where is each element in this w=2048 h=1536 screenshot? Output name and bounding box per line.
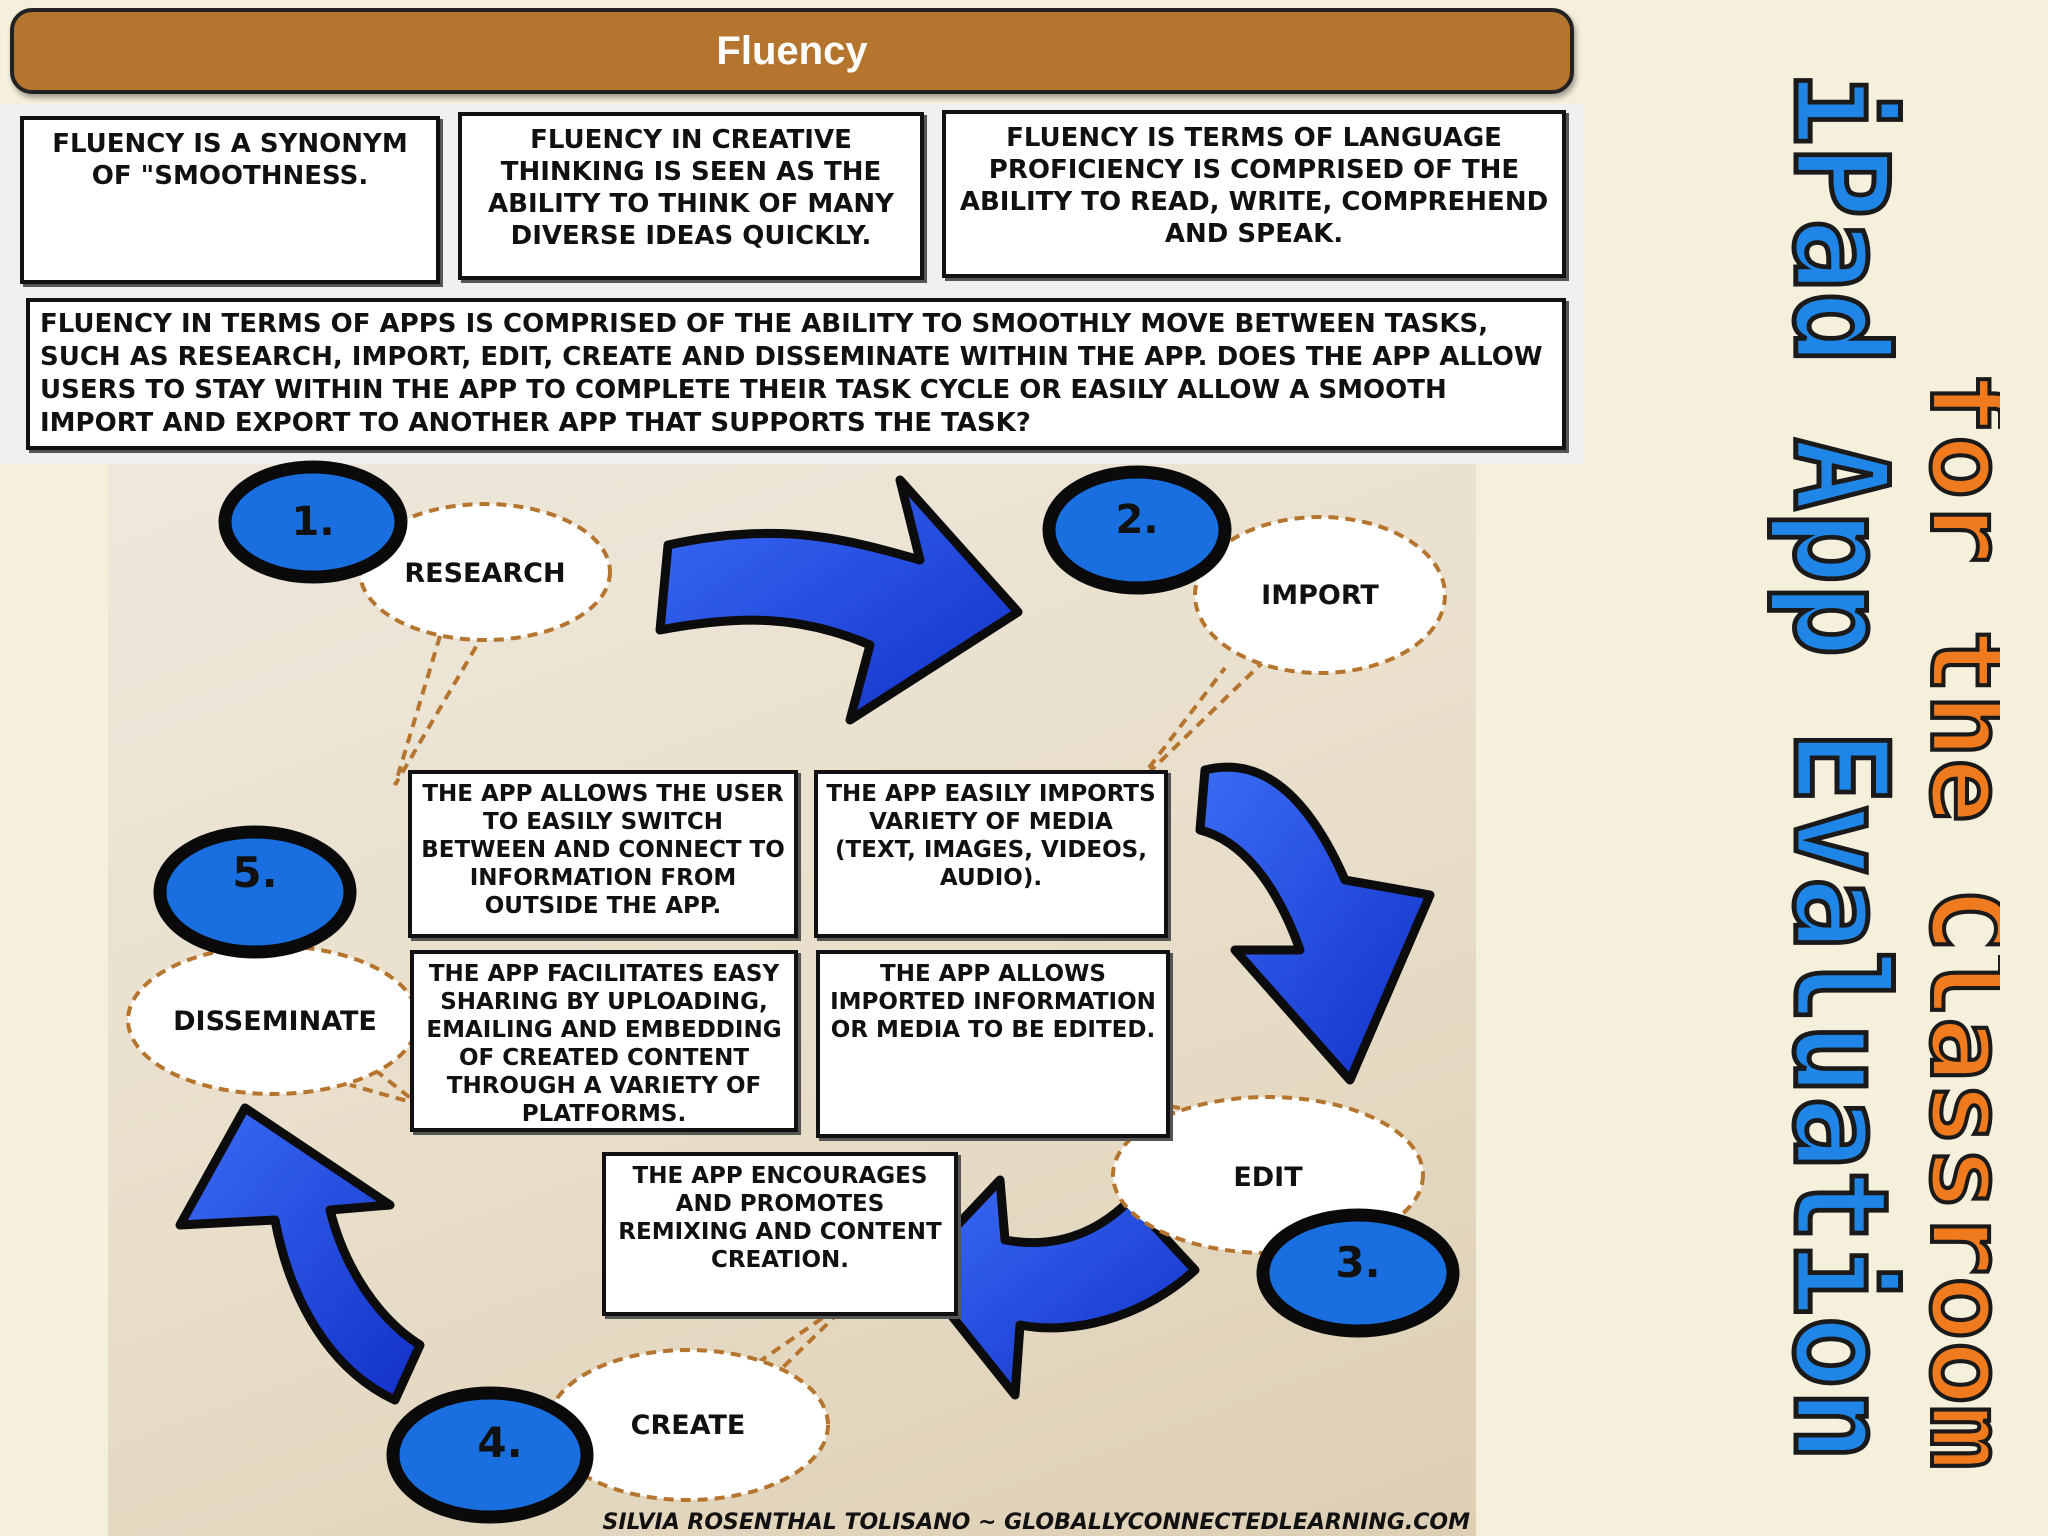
definition-language: Fluency is terms of language proficiency…: [942, 110, 1566, 278]
disseminate-description-text: The app facilitates easy sharing by uplo…: [426, 961, 782, 1127]
step-5-circle: [153, 825, 357, 959]
step-2-circle: [1042, 465, 1232, 595]
arrow-research-to-import: [655, 475, 1023, 725]
step-2-label: Import: [1261, 579, 1379, 611]
step-3-number: 3.: [1335, 1237, 1381, 1287]
step-5-number: 5.: [232, 847, 278, 897]
definition-apps: Fluency in terms of apps is comprised of…: [26, 298, 1566, 450]
create-description: The app encourages and promotes remixing…: [602, 1152, 958, 1316]
arrow-create-to-disseminate: [175, 1103, 425, 1405]
import-bubble-tail: [1133, 658, 1267, 788]
definition-apps-text: Fluency in terms of apps is comprised of…: [40, 309, 1543, 438]
step-1-circle: [218, 460, 408, 584]
import-description-text: The app easily imports variety of media …: [826, 781, 1156, 891]
arrow-edit-to-create: [910, 1175, 1200, 1400]
step-4-number: 4.: [477, 1417, 523, 1467]
step-4-circle: [386, 1386, 594, 1524]
disseminate-description: The app facilitates easy sharing by uplo…: [410, 950, 798, 1132]
arrow-import-to-edit: [1195, 762, 1435, 1085]
create-description-text: The app encourages and promotes remixing…: [618, 1163, 942, 1273]
step-1-label: Research: [404, 557, 566, 589]
credit-line: Silvia Rosenthal Tolisano ~ globallyconn…: [602, 1509, 1471, 1535]
edit-description: The app allows imported information or m…: [816, 950, 1170, 1138]
step-3-circle: [1256, 1208, 1460, 1338]
side-title-line2: for the Classroom: [1907, 370, 2000, 1470]
step-3-label: Edit: [1233, 1161, 1303, 1193]
step-5-label: Disseminate: [173, 1005, 377, 1037]
header-bar: Fluency: [10, 8, 1574, 94]
step-1-number: 1.: [291, 499, 335, 545]
import-description: The app easily imports variety of media …: [814, 770, 1168, 938]
research-description-text: The app allows the user to easily switch…: [421, 781, 785, 919]
definition-creative: Fluency in creative thinking is seen as …: [458, 112, 924, 280]
edit-description-text: The app allows imported information or m…: [830, 961, 1156, 1043]
definition-synonym: Fluency is a synonym of "smoothness.: [20, 116, 440, 284]
header-title: Fluency: [716, 28, 868, 73]
definition-language-text: Fluency is terms of language proficiency…: [959, 123, 1549, 249]
step-4-label: Create: [630, 1409, 746, 1441]
step-2-number: 2.: [1115, 497, 1159, 543]
definition-creative-text: Fluency in creative thinking is seen as …: [488, 125, 894, 251]
import-bubble: [1193, 515, 1447, 675]
research-description: The app allows the user to easily switch…: [408, 770, 798, 938]
definition-synonym-text: Fluency is a synonym of "smoothness.: [52, 129, 408, 191]
research-bubble-tail: [393, 635, 482, 787]
side-title: iPad App Evaluation for the Classroom: [1763, 70, 2001, 1473]
side-title-line1: iPad App Evaluation: [1765, 72, 1914, 1462]
